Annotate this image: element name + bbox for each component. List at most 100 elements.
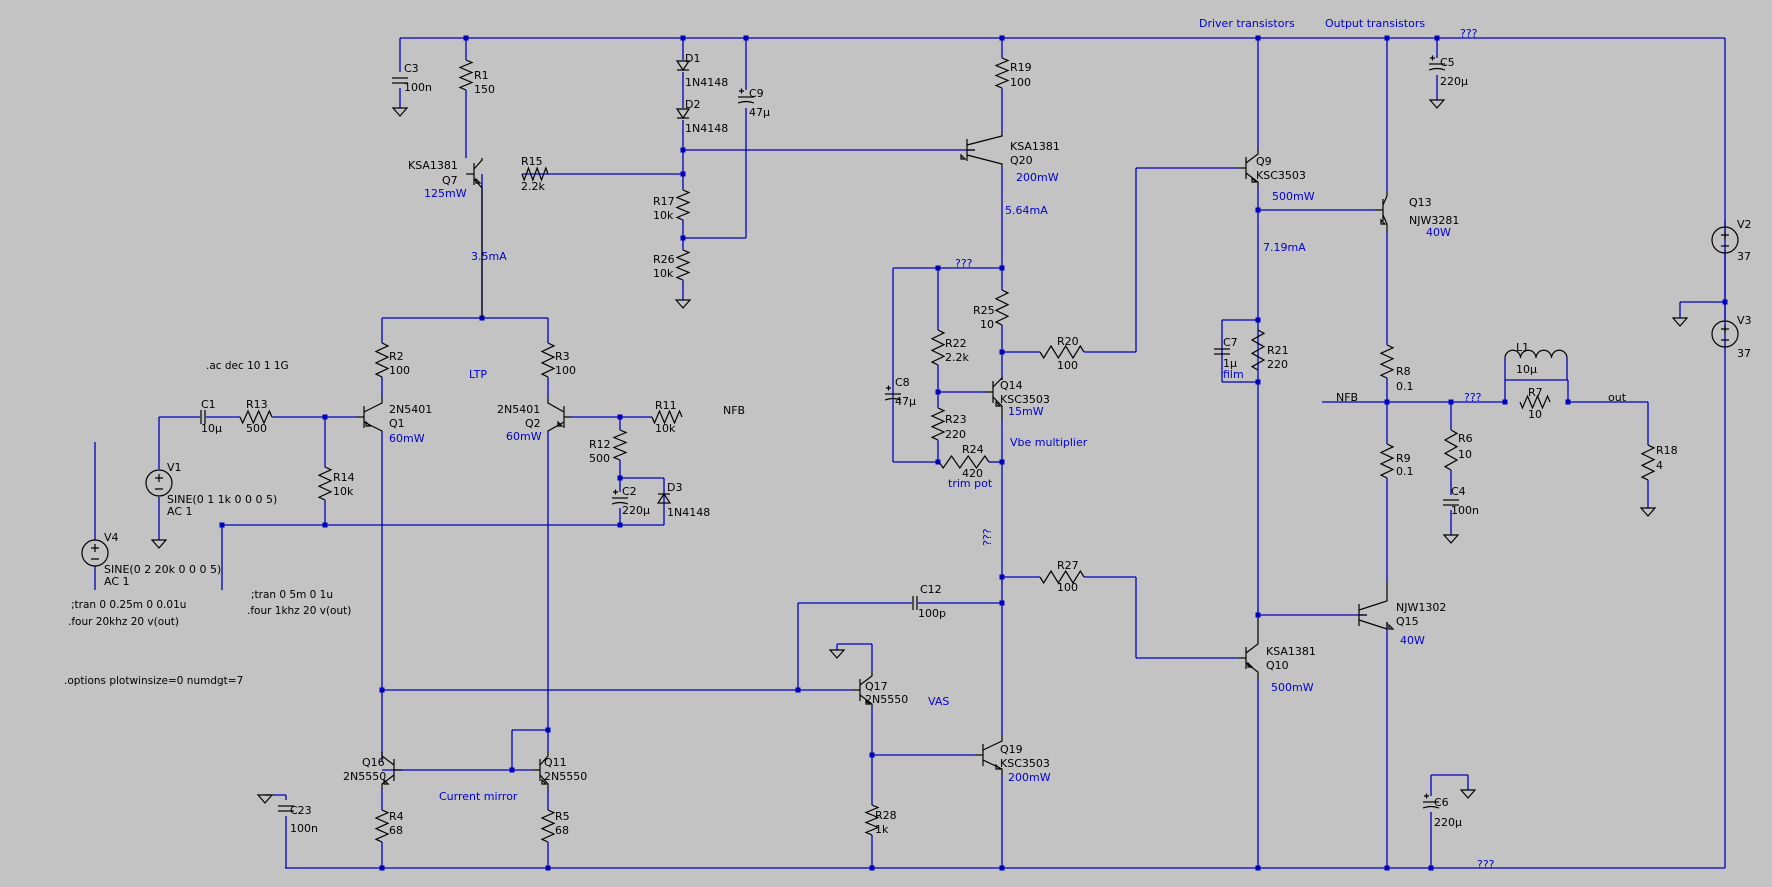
value-q17: 2N5550 [865, 693, 908, 706]
value-v4: SINE(0 2 20k 0 0 0 5) [104, 563, 221, 576]
value-q20: KSA1381 [1010, 140, 1060, 153]
junction-dot [379, 687, 385, 693]
value-c3: 100n [404, 81, 432, 94]
value-r26: 10k [653, 267, 674, 280]
junction-dot [322, 522, 328, 528]
resistor-symbol [930, 407, 946, 441]
resistor-symbol [930, 329, 946, 366]
annotation-driver: Driver transistors [1199, 17, 1295, 30]
label-r5: R5 [555, 810, 570, 823]
resistor-symbol [1250, 329, 1266, 371]
power-q1: 60mW [389, 432, 425, 445]
transistor-emitter [547, 421, 565, 432]
label-q17: Q17 [865, 680, 888, 693]
value-r4: 68 [389, 824, 403, 837]
value-v2: 37 [1737, 250, 1751, 263]
ground-symbol [391, 107, 409, 117]
value-q19: KSC3503 [1000, 757, 1050, 770]
label-r1: R1 [474, 69, 489, 82]
junction-dot [680, 235, 686, 241]
value-r24: 420 [962, 467, 983, 480]
junction-dot [1502, 399, 1508, 405]
value-r15: 2.2k [521, 180, 545, 193]
junction-dot [869, 865, 875, 871]
resistor-symbol [612, 429, 628, 461]
value-v1: SINE(0 1 1k 0 0 0 5) [167, 493, 277, 506]
resistor-symbol [374, 809, 390, 843]
label-r19: R19 [1010, 61, 1032, 74]
junction-dot [1255, 317, 1261, 323]
value-d1: 1N4148 [685, 76, 728, 89]
polarity-marks [1721, 231, 1729, 247]
transistor-emitter [982, 759, 1003, 775]
emitter-arrow [475, 177, 482, 184]
transistor-collector [1382, 192, 1388, 206]
junction-dot [1448, 399, 1454, 405]
value-r7: 10 [1528, 408, 1542, 421]
value-q7: KSA1381 [408, 159, 458, 172]
polarity-marks [1721, 325, 1729, 341]
resistor-symbol [1039, 344, 1085, 360]
junction-dot [999, 459, 1005, 465]
power-q13: 40W [1426, 226, 1451, 239]
directive-tran-20k: ;tran 0 0.25m 0 0.01u [71, 599, 186, 611]
power-q14: 15mW [1008, 405, 1044, 418]
transistor-collector [982, 735, 1003, 751]
transistor-emitter [363, 421, 383, 432]
value-q11: 2N5550 [544, 770, 587, 783]
resistor-symbol [1519, 394, 1551, 410]
resistor-symbol [651, 409, 683, 425]
transistor-emitter [859, 694, 873, 708]
ground-symbol [1639, 507, 1657, 517]
resistor-symbol [675, 189, 691, 221]
value-q9: KSC3503 [1256, 169, 1306, 182]
annotation-current-q20: 5.64mA [1005, 204, 1048, 217]
ground-symbol [674, 299, 692, 309]
resistor-symbol [1379, 344, 1395, 379]
label-q15: Q15 [1396, 615, 1419, 628]
ground-symbol [150, 539, 168, 549]
emitter-arrow [960, 153, 967, 160]
junction-dot [1565, 399, 1571, 405]
junction-dot [999, 265, 1005, 271]
value-d3: 1N4148 [667, 506, 710, 519]
label-r23: R23 [945, 413, 967, 426]
directive-ac: .ac dec 10 1 1G [206, 360, 289, 372]
label-q2: Q2 [525, 417, 541, 430]
junction-dot [322, 414, 328, 420]
ac-v1: AC 1 [167, 505, 193, 518]
label-r24: R24 [962, 443, 984, 456]
label-l1: L1 [1516, 341, 1529, 354]
value-c7: 1µ [1223, 357, 1237, 370]
emitter-arrow [541, 778, 548, 785]
transistor-collector [539, 752, 549, 766]
annotation-mirror: Current mirror [439, 790, 518, 803]
ground-symbol [1428, 99, 1446, 109]
junction-dot [463, 35, 469, 41]
transistor-emitter [473, 178, 483, 318]
note-c7: film [1223, 368, 1244, 381]
label-d2: D2 [685, 98, 700, 111]
value-r11: 10k [655, 422, 676, 435]
ground-symbol [1442, 534, 1460, 544]
transistor-collector [966, 132, 1003, 146]
junction-dot [509, 767, 515, 773]
emitter-arrow [1251, 176, 1258, 183]
power-q9: 500mW [1272, 190, 1315, 203]
transistor-emitter [539, 774, 549, 790]
label-q7: Q7 [442, 174, 458, 187]
label-r22: R22 [945, 337, 967, 350]
label-r18: R18 [1656, 444, 1678, 457]
component-symbols [81, 55, 1739, 843]
annotation-unknown-c8: ??? [955, 257, 973, 270]
label-c9: C9 [749, 87, 764, 100]
value-c4: 100n [1451, 504, 1479, 517]
annotation-current-q9: 7.19mA [1263, 241, 1306, 254]
junction-dots [219, 35, 1728, 871]
junction-dot [743, 35, 749, 41]
label-r11: R11 [655, 399, 677, 412]
value-q2: 2N5401 [497, 403, 540, 416]
label-r2: R2 [389, 350, 404, 363]
transistor-emitter [381, 774, 395, 790]
